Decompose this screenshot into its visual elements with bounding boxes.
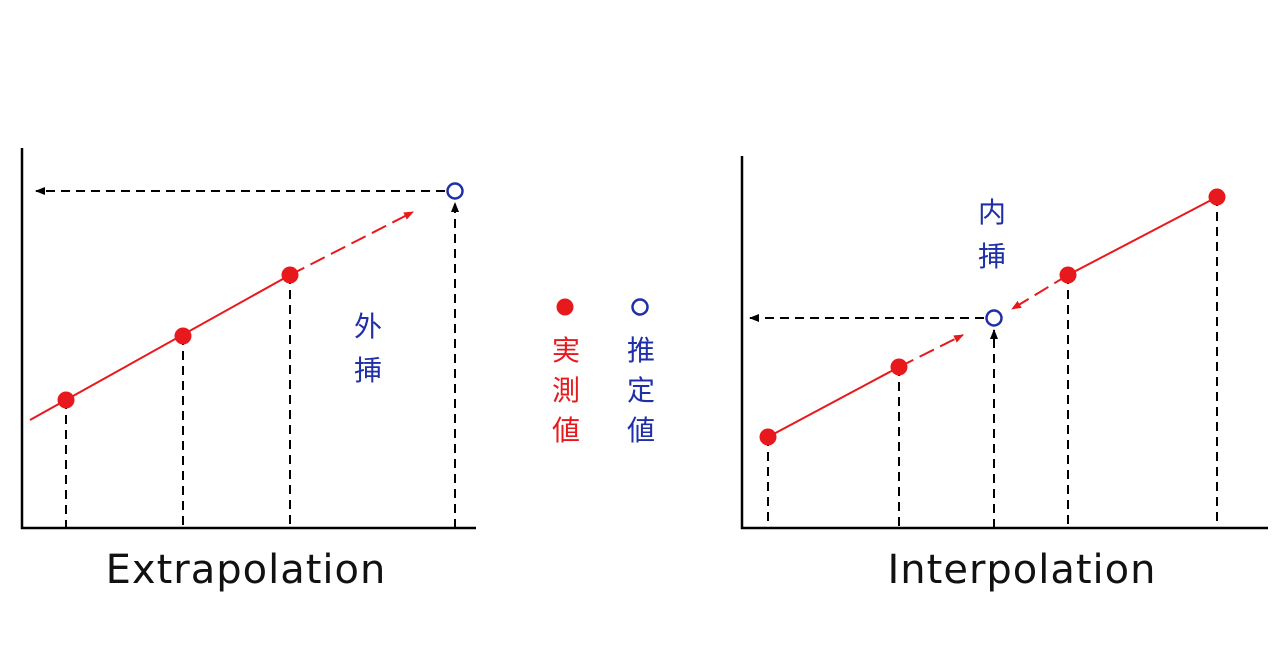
interpolation-fit-line-left xyxy=(767,366,900,438)
interpolation-fit-extension-left xyxy=(898,334,964,368)
legend: 実測値 推定値 xyxy=(552,298,655,447)
interpolation-fit-line-right xyxy=(1067,196,1218,276)
interpolation-measured-point xyxy=(759,428,777,446)
extrapolation-caption: Extrapolation xyxy=(106,547,387,593)
extrapolation-measured-point xyxy=(174,327,192,345)
interpolation-estimated-point xyxy=(985,309,1003,327)
interpolation-annotation: 内挿 xyxy=(978,196,1006,273)
extrapolation-annotation: 外挿 xyxy=(354,310,382,387)
extrapolation-estimated-point xyxy=(446,182,464,200)
legend-estimated-marker xyxy=(631,298,649,316)
extrapolation-fit-extension xyxy=(289,211,414,276)
extrapolation-measured-point xyxy=(57,391,75,409)
interpolation-measured-point xyxy=(890,358,908,376)
legend-measured-marker xyxy=(556,298,574,316)
interpolation-panel: 内挿 Interpolation xyxy=(740,156,1268,593)
extrapolation-axes xyxy=(20,148,476,530)
interpolation-fit-extension-right xyxy=(1011,274,1069,310)
interpolation-caption: Interpolation xyxy=(888,547,1157,593)
interpolation-measured-point xyxy=(1059,266,1077,284)
extrapolation-panel: 外挿 Extrapolation xyxy=(20,148,476,593)
legend-measured-label: 実測値 xyxy=(552,334,580,447)
interpolation-measured-point xyxy=(1208,188,1226,206)
interpolation-axes xyxy=(740,156,1268,530)
extrapolation-measured-point xyxy=(281,266,299,284)
legend-estimated-label: 推定値 xyxy=(627,334,655,447)
